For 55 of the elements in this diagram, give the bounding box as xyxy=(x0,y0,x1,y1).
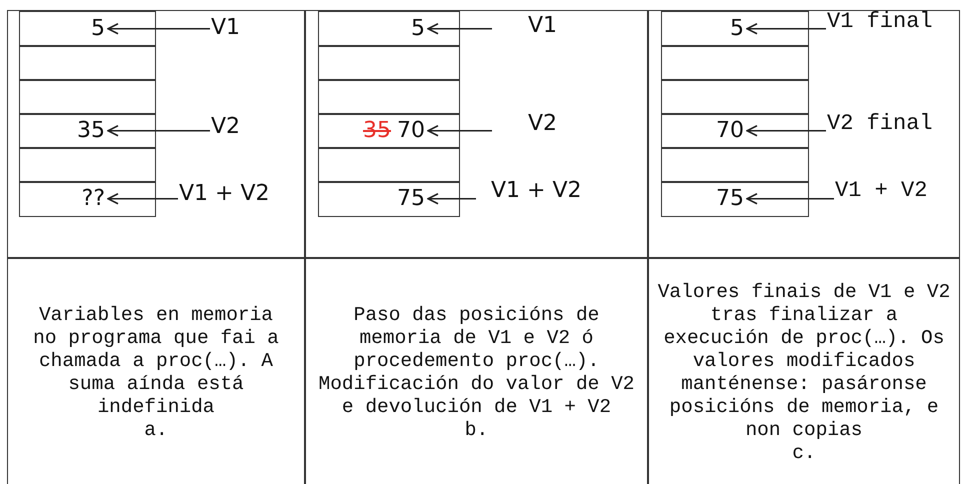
diagram-panel xyxy=(7,10,305,258)
cell-value: 70 xyxy=(716,118,744,144)
memory-cell xyxy=(19,113,156,148)
caption-cell xyxy=(7,258,305,484)
memory-cell xyxy=(318,79,460,114)
memory-cell xyxy=(318,11,460,46)
memory-cell xyxy=(661,45,809,80)
memory-cell xyxy=(19,79,156,114)
arrow xyxy=(427,22,492,35)
memory-cell xyxy=(19,181,156,216)
variable-label: V2 final xyxy=(827,111,933,137)
diagram-panel xyxy=(305,10,648,258)
variable-label: V1 xyxy=(211,15,240,41)
memory-cell xyxy=(318,45,460,80)
memory-cell xyxy=(661,147,809,182)
variable-label: V2 xyxy=(211,114,240,140)
caption-letter: c. xyxy=(792,442,816,465)
arrow xyxy=(427,124,492,137)
caption-letter: b. xyxy=(464,419,488,442)
cell-value: 70 xyxy=(397,118,425,144)
struck-value: 35 xyxy=(363,118,391,144)
cell-value: 5 xyxy=(411,16,425,42)
arrow xyxy=(746,192,834,205)
cell-value: ?? xyxy=(82,186,105,212)
arrow xyxy=(427,192,476,205)
arrow xyxy=(746,124,826,137)
cell-value: 75 xyxy=(397,186,425,212)
memory-cell xyxy=(19,11,156,46)
memory-cell xyxy=(19,45,156,80)
arrow xyxy=(746,22,826,35)
cell-value: 5 xyxy=(730,16,744,42)
variable-label: V2 xyxy=(528,111,558,137)
memory-cell xyxy=(318,181,460,216)
caption-letter: a. xyxy=(144,419,168,442)
cell-value: 35 xyxy=(77,118,105,144)
memory-cell xyxy=(661,11,809,46)
variable-label: V1 + V2 xyxy=(179,181,270,207)
memory-cell xyxy=(19,147,156,182)
memory-cell xyxy=(661,113,809,148)
variable-label: V1 + V2 xyxy=(835,178,928,204)
variable-label: V1 final xyxy=(827,9,933,35)
arrow xyxy=(107,124,210,137)
arrow xyxy=(107,192,178,205)
memory-cell xyxy=(318,147,460,182)
arrow xyxy=(107,22,210,35)
diagram-panel xyxy=(648,10,960,258)
variable-label: V1 + V2 xyxy=(491,178,582,204)
cell-value: 75 xyxy=(716,186,744,212)
memory-cell xyxy=(661,181,809,216)
caption-cell xyxy=(305,258,648,484)
caption-cell xyxy=(648,258,960,484)
variable-label: V1 xyxy=(528,13,558,39)
cell-value: 5 xyxy=(91,16,105,42)
memory-cell xyxy=(661,79,809,114)
memory-cell xyxy=(318,113,460,148)
